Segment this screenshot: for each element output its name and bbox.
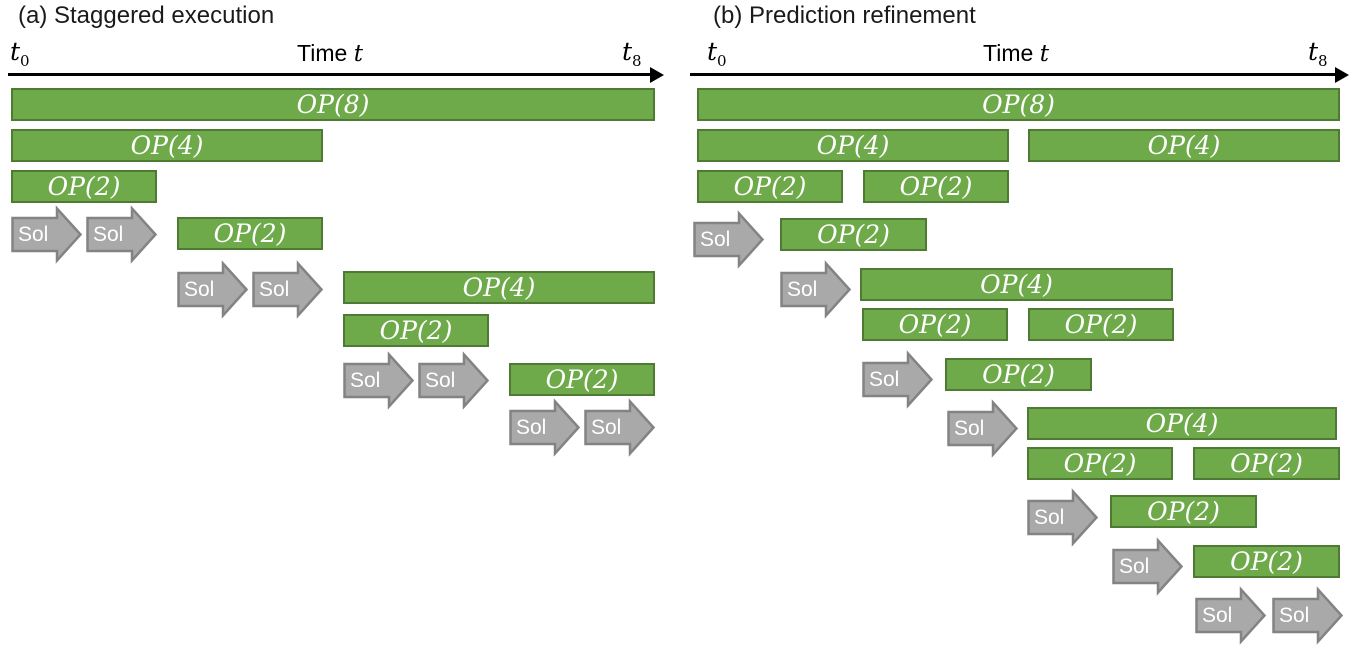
op-bar: OP(2) — [177, 217, 323, 250]
arrow-right-icon — [1272, 586, 1344, 645]
arrow-right-icon — [1195, 586, 1267, 645]
panel-a-title: (a) Staggered execution — [18, 2, 275, 29]
op-bar: OP(2) — [509, 363, 655, 396]
panel-b-title: (b) Prediction refinement — [713, 2, 976, 29]
sol-arrow: Sol — [1195, 586, 1267, 645]
sol-arrow-label: Sol — [700, 227, 731, 251]
sol-arrow: Sol — [780, 260, 852, 319]
arrow-right-icon — [11, 205, 83, 264]
axis-start-label: t0 — [707, 37, 727, 70]
arrow-right-icon — [1112, 537, 1184, 596]
sol-arrow-label: Sol — [259, 277, 290, 301]
sol-arrow: Sol — [177, 260, 249, 319]
arrow-right-icon — [780, 260, 852, 319]
sol-arrow: Sol — [252, 260, 324, 319]
arrow-right-icon — [418, 351, 490, 410]
arrow-right-icon — [343, 351, 415, 410]
sol-arrow-label: Sol — [1119, 554, 1150, 578]
sol-arrow-label: Sol — [591, 415, 622, 439]
axis-end-label: t8 — [1308, 37, 1328, 70]
arrow-right-icon — [1027, 488, 1099, 547]
sol-arrow-label: Sol — [787, 277, 818, 301]
sol-arrow-label: Sol — [1034, 505, 1065, 529]
sol-arrow-label: Sol — [1202, 603, 1233, 627]
sol-arrow-label: Sol — [1279, 603, 1310, 627]
sol-arrow: Sol — [509, 398, 581, 457]
op-bar: OP(2) — [1110, 495, 1257, 528]
axis-mid-label: Time t — [297, 40, 363, 67]
arrow-right-icon — [947, 399, 1019, 458]
sol-arrow-label: Sol — [954, 416, 985, 440]
op-bar: OP(2) — [780, 218, 927, 251]
axis-end-label: t8 — [622, 37, 642, 70]
op-bar: OP(4) — [697, 129, 1009, 162]
arrow-right-icon — [509, 398, 581, 457]
sol-arrow-label: Sol — [869, 367, 900, 391]
axis-mid-label: Time t — [983, 40, 1049, 67]
op-bar: OP(2) — [1193, 545, 1340, 578]
op-bar: OP(8) — [11, 88, 655, 121]
op-bar: OP(4) — [860, 268, 1173, 301]
sol-arrow: Sol — [947, 399, 1019, 458]
axis-start-label: t0 — [10, 37, 30, 70]
op-bar: OP(2) — [945, 358, 1092, 391]
sol-arrow-label: Sol — [18, 222, 49, 246]
time-axis-line — [690, 73, 1335, 76]
arrow-right-icon — [252, 260, 324, 319]
sol-arrow: Sol — [1112, 537, 1184, 596]
op-bar: OP(4) — [1028, 129, 1340, 162]
op-bar: OP(4) — [11, 129, 323, 162]
sol-arrow: Sol — [1027, 488, 1099, 547]
op-bar: OP(2) — [1193, 447, 1340, 480]
axis-arrowhead-icon — [650, 66, 664, 83]
op-bar: OP(2) — [863, 170, 1009, 203]
sol-arrow: Sol — [86, 205, 158, 264]
op-bar: OP(2) — [1028, 308, 1174, 341]
op-bar: OP(2) — [11, 170, 157, 203]
arrow-right-icon — [693, 210, 765, 269]
axis-arrowhead-icon — [1335, 66, 1349, 83]
op-bar: OP(8) — [697, 88, 1340, 121]
time-axis-line — [8, 73, 650, 76]
op-bar: OP(2) — [1027, 447, 1173, 480]
sol-arrow: Sol — [11, 205, 83, 264]
op-bar: OP(2) — [697, 170, 843, 203]
sol-arrow: Sol — [584, 398, 656, 457]
sol-arrow-label: Sol — [425, 368, 456, 392]
sol-arrow: Sol — [343, 351, 415, 410]
arrow-right-icon — [177, 260, 249, 319]
sol-arrow: Sol — [693, 210, 765, 269]
sol-arrow: Sol — [1272, 586, 1344, 645]
arrow-right-icon — [584, 398, 656, 457]
sol-arrow: Sol — [418, 351, 490, 410]
sol-arrow-label: Sol — [516, 415, 547, 439]
sol-arrow-label: Sol — [350, 368, 381, 392]
op-bar: OP(2) — [343, 314, 489, 347]
op-bar: OP(4) — [343, 271, 655, 304]
arrow-right-icon — [862, 350, 934, 409]
arrow-right-icon — [86, 205, 158, 264]
op-bar: OP(2) — [862, 308, 1008, 341]
sol-arrow-label: Sol — [184, 277, 215, 301]
sol-arrow-label: Sol — [93, 222, 124, 246]
sol-arrow: Sol — [862, 350, 934, 409]
op-bar: OP(4) — [1027, 407, 1337, 440]
